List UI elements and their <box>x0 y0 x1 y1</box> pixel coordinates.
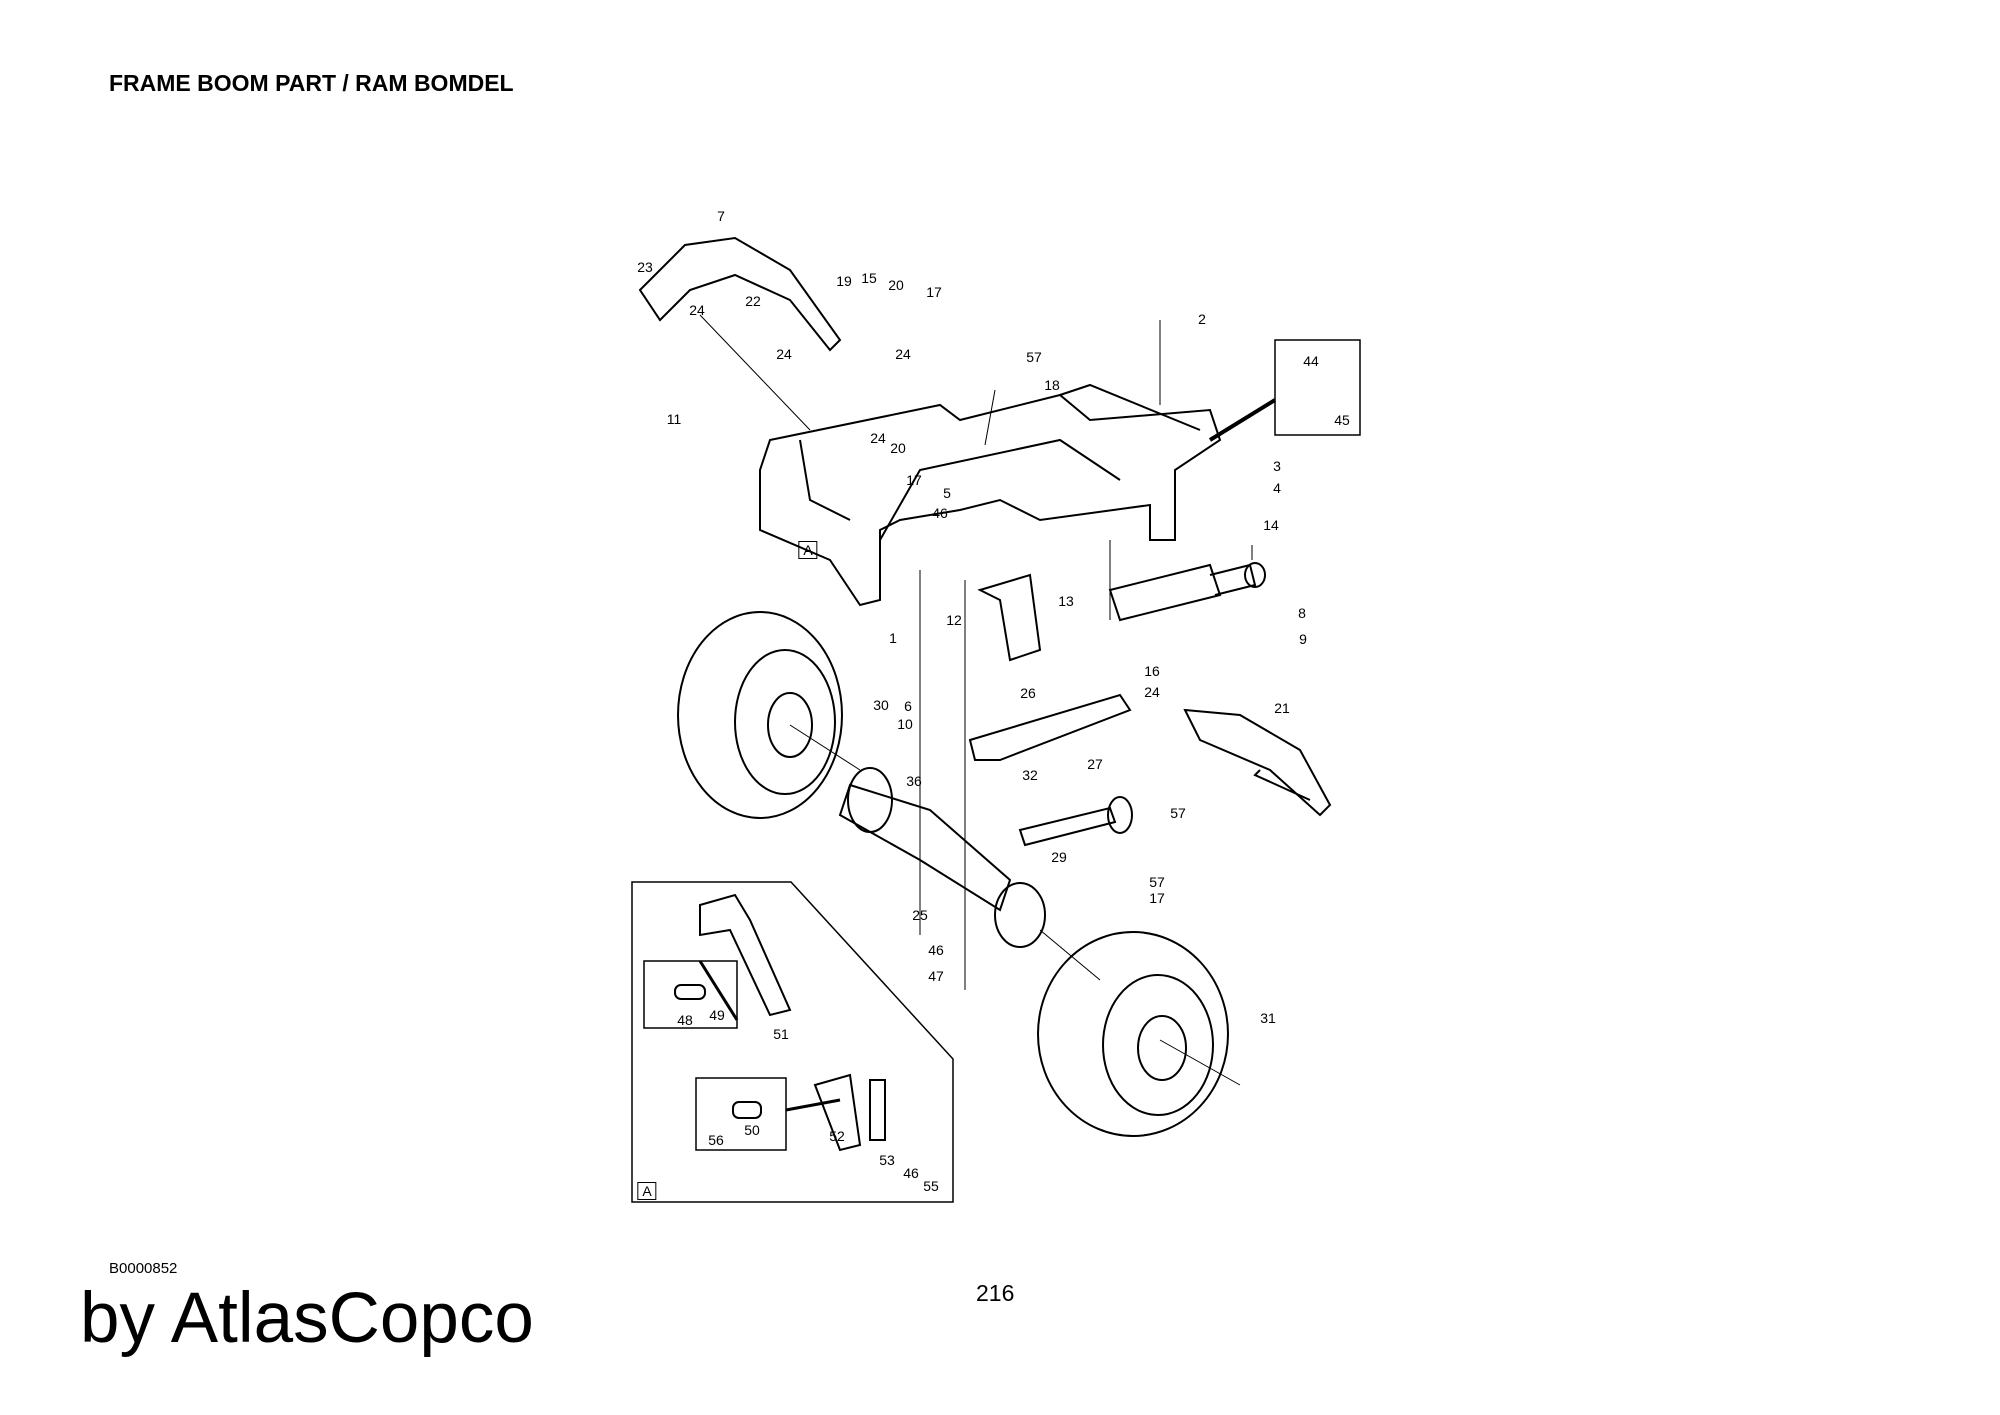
callout-10: 10 <box>897 716 913 732</box>
callout-8: 8 <box>1298 605 1306 621</box>
callout-46: 46 <box>932 505 948 521</box>
callout-25: 25 <box>912 907 928 923</box>
callout-20: 20 <box>890 440 906 456</box>
detail-a-label: A <box>637 1182 657 1200</box>
callout-18: 18 <box>1044 377 1060 393</box>
callout-24: 24 <box>776 346 792 362</box>
callout-5: 5 <box>943 485 951 501</box>
callout-30: 30 <box>873 697 889 713</box>
page-title: FRAME BOOM PART / RAM BOMDEL <box>109 70 514 96</box>
callout-52: 52 <box>829 1128 845 1144</box>
detail-a-inset <box>631 881 954 1203</box>
pin-detail-box-50 <box>695 1077 787 1151</box>
callout-27: 27 <box>1087 756 1103 772</box>
callout-48: 48 <box>677 1012 693 1028</box>
callout-46: 46 <box>903 1165 919 1181</box>
callout-2: 2 <box>1198 311 1206 327</box>
callout-17: 17 <box>906 472 922 488</box>
callout-36: 36 <box>906 773 922 789</box>
callout-13: 13 <box>1058 593 1074 609</box>
steering-cylinder <box>1108 563 1257 622</box>
callout-23: 23 <box>637 259 653 275</box>
callout-20: 20 <box>888 277 904 293</box>
callout-4: 4 <box>1273 480 1281 496</box>
callout-24: 24 <box>1144 684 1160 700</box>
callout-51: 51 <box>773 1026 789 1042</box>
brand-footer: by AtlasCopco <box>80 1279 534 1358</box>
callout-11: 11 <box>666 411 682 427</box>
page-number: 216 <box>976 1280 1015 1306</box>
callout-24: 24 <box>689 302 705 318</box>
tire-left <box>677 611 843 819</box>
callout-19: 19 <box>836 273 852 289</box>
detail-a-reference: A <box>798 541 818 559</box>
callout-31: 31 <box>1260 1010 1276 1026</box>
callout-56: 56 <box>708 1132 724 1148</box>
callout-3: 3 <box>1273 458 1281 474</box>
callout-15: 15 <box>861 270 877 286</box>
callout-45: 45 <box>1334 412 1350 428</box>
frame-bracket <box>1059 383 1201 431</box>
callout-14: 14 <box>1263 517 1279 533</box>
callout-46: 46 <box>928 942 944 958</box>
callout-21: 21 <box>1274 700 1290 716</box>
callout-57: 57 <box>1026 349 1042 365</box>
callout-32: 32 <box>1022 767 1038 783</box>
callout-55: 55 <box>923 1178 939 1194</box>
callout-47: 47 <box>928 968 944 984</box>
callout-53: 53 <box>879 1152 895 1168</box>
callout-24: 24 <box>870 430 886 446</box>
callout-1: 1 <box>889 630 897 646</box>
front-fender <box>1183 708 1332 817</box>
support-bar <box>968 693 1132 761</box>
callout-9: 9 <box>1299 631 1307 647</box>
tire-right <box>1037 931 1229 1137</box>
callout-49: 49 <box>709 1007 725 1023</box>
callout-50: 50 <box>744 1122 760 1138</box>
callout-22: 22 <box>745 293 761 309</box>
callout-57: 57 <box>1170 805 1186 821</box>
callout-17: 17 <box>1149 890 1165 906</box>
callout-16: 16 <box>1144 663 1160 679</box>
decal-detail-box <box>1274 339 1361 436</box>
callout-17: 17 <box>926 284 942 300</box>
drive-axle <box>838 783 1012 912</box>
drive-shaft <box>1018 806 1117 847</box>
main-frame <box>759 393 1222 607</box>
pin-detail-box-48 <box>643 960 738 1029</box>
callout-6: 6 <box>904 698 912 714</box>
callout-26: 26 <box>1020 685 1036 701</box>
callout-24: 24 <box>895 346 911 362</box>
callout-57: 57 <box>1149 874 1165 890</box>
rear-fender <box>638 236 842 352</box>
callout-12: 12 <box>946 612 962 628</box>
callout-7: 7 <box>717 208 725 224</box>
callout-44: 44 <box>1303 353 1319 369</box>
document-id: B0000852 <box>109 1260 178 1277</box>
callout-29: 29 <box>1051 849 1067 865</box>
